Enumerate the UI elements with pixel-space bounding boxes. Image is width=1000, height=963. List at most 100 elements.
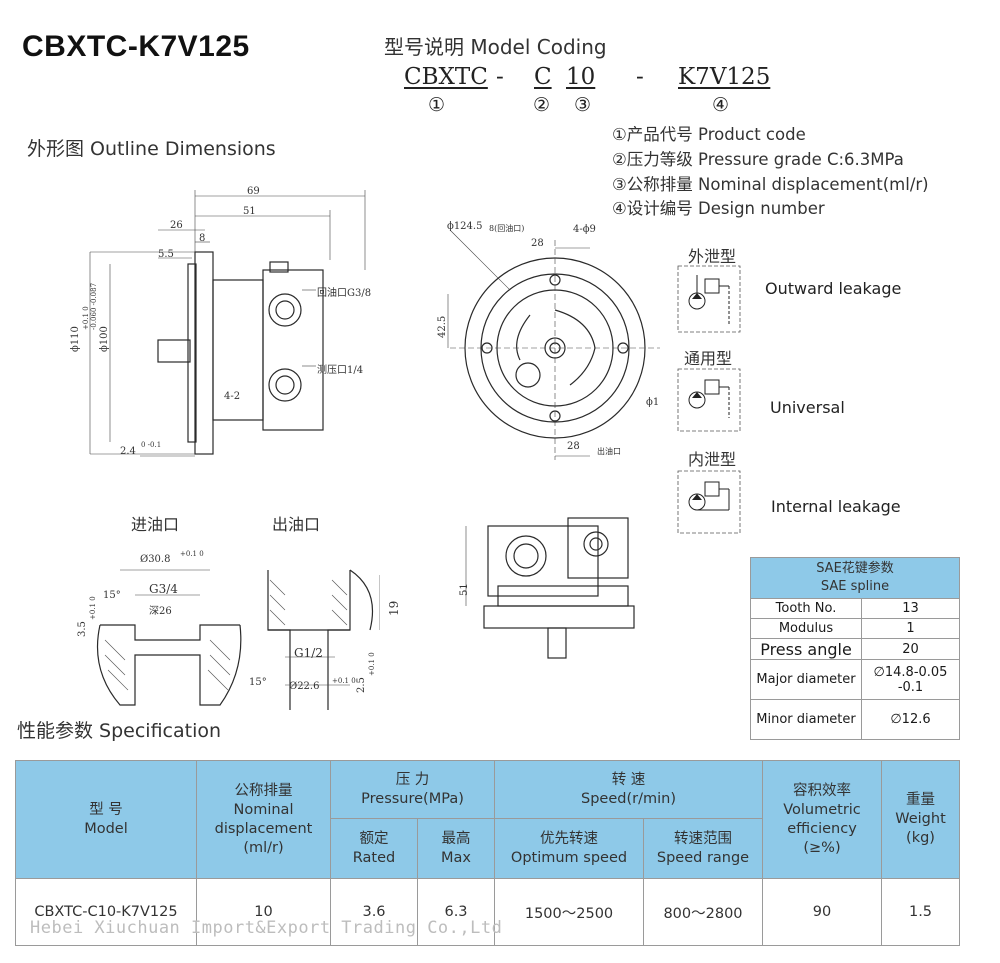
outlet-dia-tol: +0.1 0 [332, 677, 356, 685]
inlet-3-5-tol: +0.1 0 [89, 596, 97, 620]
dim-8-return: 8(回油口) [489, 224, 525, 233]
coding-part-product: CBXTC [404, 64, 488, 90]
sae-label: Major diameter [750, 659, 862, 700]
cell-model: CBXTC-C10-K7V125 [15, 878, 197, 946]
header-weight-en: Weight [895, 811, 946, 827]
header-range-en: Speed range [656, 849, 750, 866]
header-disp-cn: 公称排量 [234, 782, 293, 799]
sae-label: Tooth No. [750, 598, 862, 619]
cell-optimum-speed: 1500～2500 [494, 878, 644, 946]
header-opt-en: Optimum speed [510, 849, 628, 866]
dim-dia110-tol: +0.1 0 [82, 306, 90, 330]
inlet-title: 进油口 [131, 515, 180, 534]
coding-separator: - [496, 64, 504, 90]
sae-value: ∅12.6 [861, 699, 960, 740]
type-outward-cn: 外泄型 [688, 247, 737, 266]
type-internal-en: Internal leakage [771, 497, 901, 516]
inlet-angle: 15° [103, 590, 121, 601]
header-model-en: Model [84, 820, 128, 837]
header-weight-unit: (kg) [906, 830, 935, 846]
model-title: CBXTC-K7V125 [22, 30, 250, 63]
front-view-drawing [447, 229, 660, 460]
header-model-cn: 型 号 [89, 801, 123, 818]
header-rated-cn: 额定 [359, 830, 389, 847]
spec-table: 型 号 Model 公称排量 Nominal displacement (ml/… [15, 760, 960, 946]
spec-header-efficiency: 容积效率 Volumetric efficiency (≥%) [762, 760, 882, 879]
coding-part-design: K7V125 [678, 64, 771, 90]
spec-header-displacement: 公称排量 Nominal displacement (ml/r) [196, 760, 331, 879]
type-outward-en: Outward leakage [765, 279, 902, 298]
header-eff-en2: efficiency [787, 820, 857, 837]
sae-title-cn: SAE花键参数 [816, 561, 894, 576]
coding-part-displacement: 10 [566, 64, 596, 90]
inlet-dia: Ø30.8 [140, 554, 171, 565]
header-eff-en: Volumetric [783, 801, 861, 818]
legend-design-number: ④设计编号 Design number [612, 199, 825, 218]
header-speed-cn: 转 速 [611, 771, 646, 788]
dim-28-bottom: 28 [567, 441, 580, 452]
header-pressure-cn: 压 力 [395, 771, 430, 788]
symbol-universal [677, 368, 741, 432]
outlet-thread: G1/2 [294, 646, 323, 660]
dim-dia110: ϕ110 [70, 326, 81, 352]
spec-header-model: 型 号 Model [15, 760, 197, 879]
spec-header-pressure: 压 力 Pressure(MPa) [330, 760, 495, 819]
legend-pressure-grade: ②压力等级 Pressure grade C:6.3MPa [612, 150, 904, 169]
spec-header-max: 最高 Max [417, 818, 495, 879]
sae-major-tolerance: -0.1 [897, 679, 924, 695]
spec-header-weight: 重量 Weight (kg) [881, 760, 960, 879]
table-row: Press angle 20 [750, 638, 960, 660]
inlet-3-5: 3.5 [77, 621, 88, 637]
cell-rated: 3.6 [330, 878, 418, 946]
coding-part-pressure: C [534, 64, 552, 90]
header-disp-unit: (ml/r) [243, 839, 284, 856]
coding-number: ② [533, 94, 551, 116]
dim-return-port: 回油口G3/8 [317, 288, 372, 299]
coding-separator: - [636, 64, 644, 90]
inlet-depth: 深26 [149, 606, 172, 617]
dim-outlet-port: 出油口 [597, 447, 621, 456]
header-eff-cn: 容积效率 [793, 782, 851, 799]
sae-table-header: SAE花键参数 SAE spline [750, 557, 960, 599]
dim-dia100-tol: -0.060 -0.087 [90, 282, 98, 330]
sae-label: Modulus [750, 618, 862, 639]
model-coding-title: 型号说明 Model Coding [384, 35, 607, 59]
cell-speed-range: 800～2800 [643, 878, 763, 946]
header-weight-cn: 重量 [906, 792, 935, 808]
inlet-dia-tol: +0.1 0 [180, 550, 204, 558]
dim-4-2: 4-2 [224, 391, 241, 402]
header-disp-en2: displacement [214, 820, 313, 837]
header-pressure-en: Pressure(MPa) [361, 790, 464, 807]
spec-title: 性能参数 Specification [17, 720, 222, 742]
dim-26: 26 [170, 220, 183, 231]
symbol-internal-leakage [677, 470, 741, 534]
dim-2-4: 2.4 [120, 446, 136, 457]
cell-max: 6.3 [417, 878, 495, 946]
header-range-cn: 转速范围 [674, 830, 732, 847]
cell-displacement: 10 [196, 878, 331, 946]
outlet-2-5-tol: +0.1 0 [368, 652, 376, 676]
sae-major-value: ∅14.8-0.05 [873, 664, 948, 680]
table-row: Minor diameter ∅12.6 [750, 699, 960, 740]
table-row: Modulus 1 [750, 618, 960, 639]
dim-test-port: 测压口1/4 [317, 365, 364, 376]
header-disp-en: Nominal [233, 801, 294, 818]
sae-value: 13 [861, 598, 960, 619]
dim-8: 8 [199, 233, 206, 244]
dim-28-top: 28 [531, 238, 544, 249]
header-rated-en: Rated [352, 849, 396, 866]
watermark: Hebei Xiuchuan Import&Export Trading Co.… [30, 918, 503, 938]
dim-69: 69 [247, 186, 260, 197]
sae-value: 1 [861, 618, 960, 639]
sae-value: ∅14.8-0.05 -0.1 [861, 659, 960, 700]
cell-weight: 1.5 [881, 878, 960, 946]
spec-header-speed: 转 速 Speed(r/min) [494, 760, 763, 819]
table-row: CBXTC-C10-K7V125 10 3.6 6.3 1500～2500 80… [15, 878, 960, 946]
coding-number: ④ [712, 94, 730, 116]
legend-displacement: ③公称排量 Nominal displacement(ml/r) [612, 175, 929, 194]
dim-holes: 4-ϕ9 [573, 224, 596, 235]
dim-51-side: 51 [459, 583, 470, 596]
coding-number: ③ [574, 94, 592, 116]
sae-title-en: SAE spline [820, 579, 890, 594]
sae-label: Minor diameter [750, 699, 862, 740]
